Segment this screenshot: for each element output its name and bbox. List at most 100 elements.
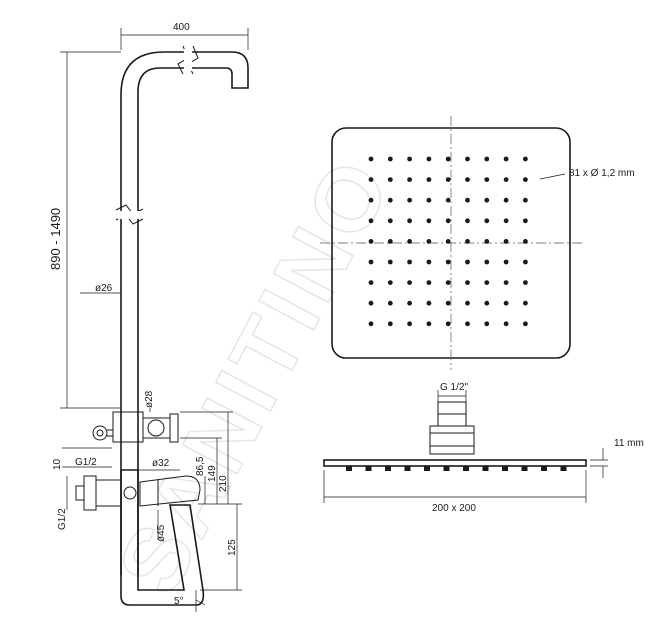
nozzle [484,156,490,162]
nozzle [426,239,432,244]
height-range-label: 890 - 1490 [48,208,63,270]
nozzle [465,156,470,162]
side-nozzle [502,466,508,471]
nozzle [387,321,393,327]
pipe-diameter-label: ø26 [95,283,113,294]
shower-head-top-view [320,116,582,370]
shower-head-side-view [323,390,608,503]
side-nozzles [346,466,567,471]
nozzle [407,197,412,203]
nozzle [523,239,528,244]
diam-45-label: ø45 [156,524,167,542]
nozzle [484,321,490,327]
nozzle [368,300,374,306]
width-label: 400 [173,22,190,33]
nozzle [445,197,451,203]
dim-210-label: 210 [218,475,229,492]
nozzle [387,156,393,162]
nozzle [407,300,412,306]
g12-upper-label: G1/2 [75,457,97,468]
nozzle [407,177,412,183]
nozzle [523,156,528,162]
nozzle [407,218,412,224]
nozzle [368,177,374,183]
nozzle [484,197,490,203]
nozzle [368,156,374,162]
side-nozzle [365,466,372,471]
nozzle [465,239,470,244]
side-nozzle [521,466,528,471]
nozzle [426,321,432,327]
nozzle [368,321,374,327]
nozzle [465,321,470,327]
side-nozzle [443,466,450,471]
nozzle [387,177,393,183]
nozzle [445,218,451,224]
nozzle [426,156,432,162]
nozzle [503,156,509,162]
nozzle [387,280,393,285]
nozzle [426,197,432,203]
nozzle [465,300,470,306]
nozzle [523,218,528,224]
g12-lower-label: G1/2 [57,508,68,530]
side-nozzle [404,466,411,471]
nozzle [503,280,509,285]
nozzle [426,259,432,265]
nozzle [426,177,432,183]
side-nozzle [482,466,489,471]
diam-28-label: ø28 [144,390,155,408]
dim-10-label: 10 [52,458,63,470]
nozzle [387,239,393,244]
nozzle [523,177,528,183]
nozzles-label: 81 x Ø 1,2 mm [569,168,635,179]
nozzle [407,259,412,265]
nozzle [407,239,412,244]
nozzle [484,300,490,306]
nozzle-grid [368,156,528,327]
nozzle [407,280,412,285]
nozzle [523,321,528,327]
dim-149-label: 149 [207,465,218,482]
nozzle [445,177,451,183]
nozzle [503,197,509,203]
nozzle [445,239,451,244]
nozzle [484,218,490,224]
nozzle [445,280,451,285]
side-nozzle [463,466,469,471]
nozzle [387,218,393,224]
side-nozzle [424,466,430,471]
head-thickness-label: 11 mm [614,438,644,449]
nozzle [484,239,490,244]
nozzle [523,300,528,306]
nozzle [484,177,490,183]
nozzle [426,280,432,285]
side-nozzle [541,466,547,471]
nozzle [445,156,451,162]
nozzle [387,300,393,306]
nozzle [445,259,451,265]
nozzle [465,197,470,203]
shower-column [75,45,249,606]
nozzle [503,218,509,224]
nozzle [503,259,509,265]
dim-125-label: 125 [227,539,238,556]
nozzle [426,300,432,306]
nozzle [484,259,490,265]
nozzle [465,177,470,183]
nozzle [387,259,393,265]
nozzle [368,280,374,285]
nozzle [387,197,393,203]
head-size-label: 200 x 200 [432,503,476,514]
side-nozzle [346,466,352,471]
diam-32-label: ø32 [152,458,170,469]
side-nozzle [385,466,391,471]
nozzle [503,321,509,327]
nozzle [523,280,528,285]
nozzle [368,239,374,244]
nozzle [368,218,374,224]
nozzle [445,300,451,306]
nozzle [523,197,528,203]
nozzle [503,300,509,306]
